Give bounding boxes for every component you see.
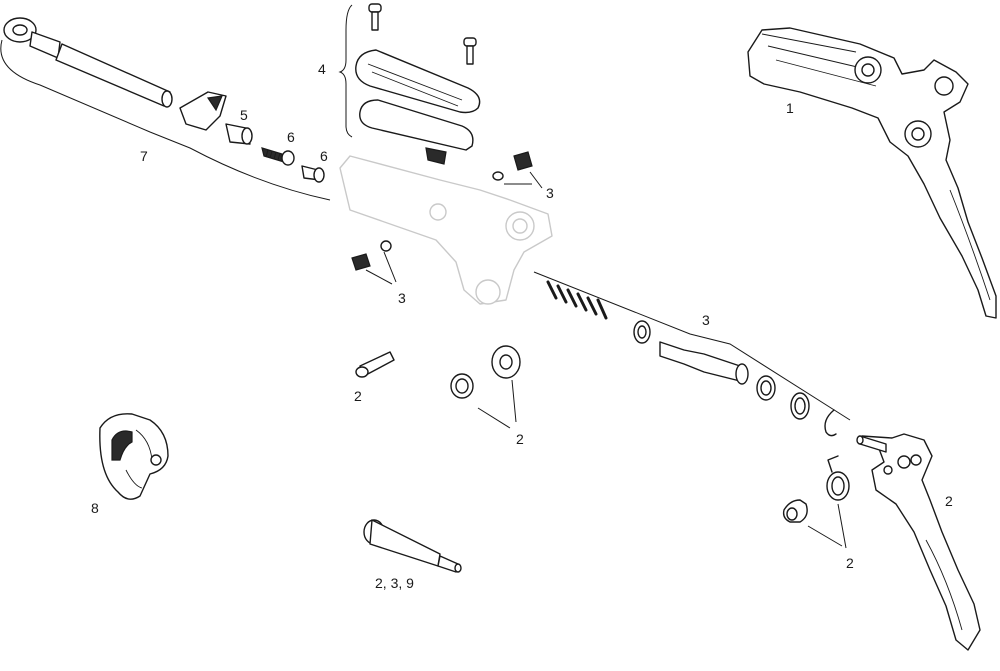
cover-screw-head-2 bbox=[463, 37, 477, 47]
label-callout-1: 1 bbox=[786, 100, 794, 116]
hose-bracket-leader bbox=[0, 39, 331, 201]
label-callout-3-bleed-left: 3 bbox=[398, 290, 406, 306]
lever-bushing bbox=[782, 499, 808, 523]
reservoir-bracket bbox=[338, 4, 353, 138]
bleed-screw-top bbox=[492, 151, 543, 189]
label-callout-7: 7 bbox=[140, 148, 148, 164]
lever-blade bbox=[856, 433, 981, 651]
label-callout-2-pivot-pin: 2 bbox=[354, 388, 362, 404]
label-callout-2-bushings: 2 bbox=[516, 431, 524, 447]
label-callout-2-3-9: 2, 3, 9 bbox=[375, 575, 414, 591]
complete-lever bbox=[747, 27, 997, 319]
label-callout-3-bleed-top: 3 bbox=[546, 185, 554, 201]
label-callout-6-olive: 6 bbox=[320, 148, 328, 164]
cover-screw-shank-1 bbox=[371, 11, 379, 31]
hose-fitting bbox=[29, 31, 61, 59]
hose-clamp-tab bbox=[206, 95, 223, 112]
label-callout-4: 4 bbox=[318, 61, 326, 77]
circlip bbox=[824, 409, 837, 437]
bleed-screw-left bbox=[351, 240, 397, 285]
cover-screw-head-1 bbox=[368, 3, 382, 13]
label-callout-3-piston: 3 bbox=[702, 312, 710, 328]
reservoir-cover bbox=[355, 49, 481, 114]
hose-barb bbox=[261, 147, 295, 166]
handlebar-clamp bbox=[99, 413, 169, 500]
label-callout-5: 5 bbox=[240, 107, 248, 123]
label-callout-2-spring: 2 bbox=[846, 555, 854, 571]
piston bbox=[659, 341, 745, 383]
pivot-bushings bbox=[450, 345, 521, 429]
hose-tube-end bbox=[161, 90, 173, 108]
diaphragm-plug bbox=[425, 147, 447, 165]
hose-tube bbox=[55, 43, 171, 107]
cover-screw-shank-2 bbox=[466, 45, 474, 65]
pivot-pin bbox=[355, 351, 395, 378]
compression-sleeve bbox=[225, 123, 253, 145]
hose-olive bbox=[301, 165, 325, 183]
reservoir-diaphragm bbox=[359, 99, 474, 151]
hose-assembly bbox=[0, 17, 331, 201]
label-callout-2-lever-blade: 2 bbox=[945, 493, 953, 509]
reach-adjust-pin bbox=[363, 519, 462, 573]
hose-eyelet-hole bbox=[12, 24, 28, 36]
lever-body-ghost bbox=[339, 155, 553, 305]
label-callout-6-barb: 6 bbox=[287, 129, 295, 145]
piston-assembly bbox=[533, 271, 851, 437]
return-spring bbox=[546, 280, 608, 320]
reservoir-cover-assembly bbox=[338, 3, 481, 165]
label-callout-8: 8 bbox=[91, 500, 99, 516]
lever-return-spring bbox=[807, 455, 850, 549]
